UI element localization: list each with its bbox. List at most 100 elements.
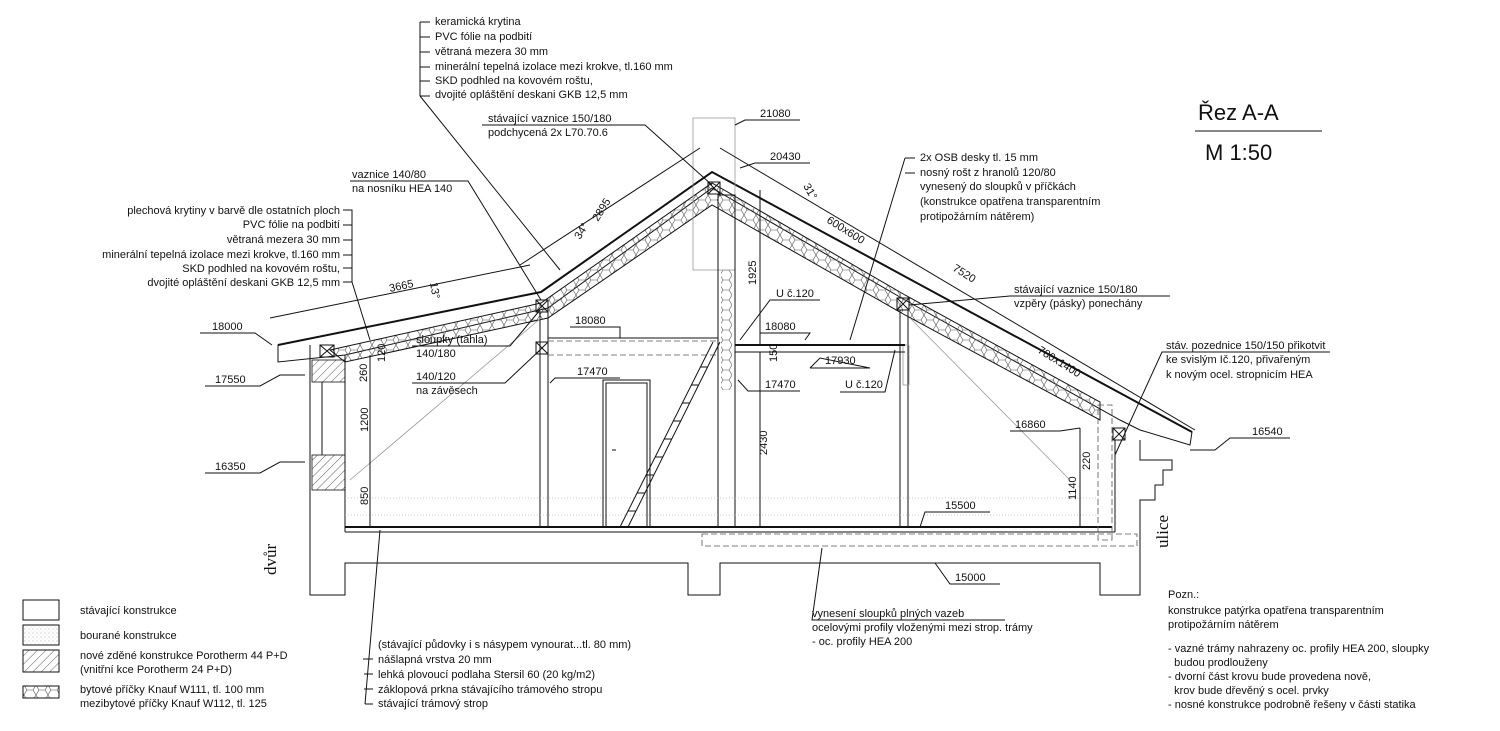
note-text: (konstrukce opatřena transparentním bbox=[920, 196, 1100, 208]
callout-text: stávající vaznice 150/180 bbox=[488, 113, 612, 125]
notes-heading: Pozn.: bbox=[1168, 589, 1199, 601]
scale-text: M 1:50 bbox=[1205, 140, 1272, 165]
legend-swatch-existing bbox=[22, 599, 60, 621]
callout-text: vzpěry (pásky) ponechány bbox=[1014, 298, 1143, 310]
legend-label: nové zděné konstrukce Porotherm 44 P+D bbox=[80, 650, 288, 662]
legend-label: (vnitřní kce Porotherm 24 P+D) bbox=[80, 664, 232, 676]
note-line: krov bude dřevěný s ocel. prvky bbox=[1168, 685, 1329, 697]
dim-220: 220 bbox=[1081, 452, 1093, 470]
callout-text: vaznice 140/80 bbox=[352, 169, 426, 181]
callout-text: k novým ocel. stropnicím HEA bbox=[1166, 369, 1313, 381]
legend-label: stávající konstrukce bbox=[80, 605, 177, 617]
section-title-text: Řez A-A bbox=[1198, 100, 1279, 125]
note-text: vynesený do sloupků v příčkách bbox=[920, 181, 1076, 193]
note-line: budou prodlouženy bbox=[1168, 657, 1268, 669]
note-text: protipožárním nátěrem) bbox=[920, 211, 1034, 223]
elevation-20430: 20430 bbox=[770, 151, 801, 163]
roof-top-layers-callout: keramická krytina PVC fólie na podbití v… bbox=[419, 16, 673, 271]
dim-7520: 7520 bbox=[950, 262, 977, 285]
dim-150: 150 bbox=[768, 344, 780, 362]
note-line: - vazné trámy nahrazeny oc. profily HEA … bbox=[1168, 643, 1430, 655]
roof bbox=[277, 117, 1193, 446]
note-line: - dvorní část krovu bude provedena nově, bbox=[1168, 671, 1371, 683]
dim-850: 850 bbox=[359, 487, 371, 505]
dim-angle-13: 13° bbox=[427, 281, 442, 299]
dim-1925: 1925 bbox=[747, 261, 759, 285]
door bbox=[602, 379, 651, 528]
elevation-16350: 16350 bbox=[215, 461, 246, 473]
new-masonry bbox=[311, 359, 346, 383]
callout-text: U č.120 bbox=[845, 379, 883, 391]
callout-text: - oc. profily HEA 200 bbox=[812, 636, 912, 648]
elevation-18080-left: 18080 bbox=[575, 315, 606, 327]
element-callouts: stávající vaznice 150/180 podchycená 2x … bbox=[350, 113, 1330, 710]
layer-text: větraná mezera 30 mm bbox=[435, 46, 548, 58]
callout-text: (stávající půdovky i s násypem vynourat.… bbox=[378, 639, 631, 651]
roof-left-layers-callout: plechová krytiny v barvě dle ostatních p… bbox=[102, 205, 371, 341]
notes: Pozn.: konstrukce patýrka opatřena trans… bbox=[1168, 589, 1430, 711]
legend-swatch-partition bbox=[22, 685, 60, 699]
section-title: Řez A-A M 1:50 bbox=[1195, 100, 1322, 165]
elevation-16860: 16860 bbox=[1015, 419, 1046, 431]
note-line: protipožárním nátěrem bbox=[1168, 619, 1279, 631]
dim-1140: 1140 bbox=[1067, 476, 1079, 500]
layer-text: PVC fólie na podbití bbox=[243, 219, 340, 231]
callout-text: sloupky (táhla) bbox=[416, 334, 488, 346]
note-line: - nosné konstrukce podrobně řešeny v čás… bbox=[1168, 699, 1417, 711]
layer-text: PVC fólie na podbití bbox=[435, 31, 532, 43]
dim-1200: 1200 bbox=[359, 408, 371, 432]
layer-text: větraná mezera 30 mm bbox=[227, 234, 340, 246]
callout-text: na nosníku HEA 140 bbox=[352, 183, 452, 195]
layer-text: plechová krytiny v barvě dle ostatních p… bbox=[127, 205, 340, 217]
callout-text: stávající trámový strop bbox=[378, 698, 488, 710]
callout-text: stáv. pozednice 150/150 přikotvit bbox=[1166, 340, 1325, 352]
callout-text: ke svislým Ič.120, přivařeným bbox=[1166, 354, 1310, 366]
callout-text: lehká plovoucí podlaha Stersil 60 (20 kg… bbox=[378, 669, 595, 681]
callout-text: podchycená 2x L70.70.6 bbox=[488, 127, 608, 139]
elevation-17470-right: 17470 bbox=[765, 379, 796, 391]
dim-260: 260 bbox=[358, 364, 370, 382]
elevation-17930: 17930 bbox=[825, 355, 856, 367]
layer-text: SKD podhled na kovovém roštu, bbox=[435, 75, 593, 87]
legend: stávající konstrukce bourané konstrukce … bbox=[22, 599, 288, 710]
dim-3665: 3665 bbox=[388, 278, 414, 295]
legend-label: bourané konstrukce bbox=[80, 630, 177, 642]
side-label-street: ulice bbox=[1153, 515, 1172, 548]
dim-angle-34: 34° bbox=[572, 221, 591, 241]
dim-angle-31: 31° bbox=[800, 182, 819, 202]
callout-text: 140/120 bbox=[416, 371, 456, 383]
layer-text: dvojité opláštění deskani GKB 12,5 mm bbox=[435, 89, 628, 101]
callout-text: ocelovými profily vloženými mezi strop. … bbox=[812, 622, 1033, 634]
building-body bbox=[309, 194, 1173, 596]
elevation-15000: 15000 bbox=[955, 572, 986, 584]
dim-2895: 2895 bbox=[590, 196, 613, 223]
elevation-18000: 18000 bbox=[212, 321, 243, 333]
callout-text: na závěsech bbox=[416, 385, 478, 397]
osb-note-callout: 2x OSB desky tl. 15 mm nosný rošt z hran… bbox=[849, 152, 1100, 341]
legend-swatch-demolished bbox=[22, 624, 60, 646]
legend-label: mezibytové příčky Knauf W112, tl. 125 bbox=[80, 698, 267, 710]
note-text: 2x OSB desky tl. 15 mm bbox=[920, 152, 1038, 164]
side-label-courtyard: dvůr bbox=[261, 544, 280, 576]
note-text: nosný rošt z hranolů 120/80 bbox=[920, 167, 1056, 179]
window-600x600: 600x600 bbox=[824, 214, 866, 247]
layer-text: SKD podhled na kovovém roštu, bbox=[182, 263, 340, 275]
dim-2430: 2430 bbox=[758, 431, 770, 455]
callout-text: záklopová prkna stávajícího trámového st… bbox=[378, 684, 602, 696]
layer-text: keramická krytina bbox=[435, 16, 521, 28]
legend-swatch-new-masonry bbox=[22, 649, 60, 673]
dim-120: 120 bbox=[376, 344, 388, 362]
elevation-16540: 16540 bbox=[1252, 426, 1283, 438]
elevation-17550: 17550 bbox=[215, 374, 246, 386]
note-line: konstrukce patýrka opatřena transparentn… bbox=[1168, 605, 1384, 617]
elevation-15500: 15500 bbox=[945, 500, 976, 512]
callout-text: 140/180 bbox=[416, 348, 456, 360]
layer-text: minerální tepelná izolace mezi krokve, t… bbox=[102, 249, 340, 261]
layer-text: minerální tepelná izolace mezi krokve, t… bbox=[435, 61, 673, 73]
callout-text: U č.120 bbox=[776, 288, 814, 300]
elevation-17470-left: 17470 bbox=[577, 366, 608, 378]
elevation-21080: 21080 bbox=[760, 108, 791, 120]
ladder bbox=[619, 341, 721, 528]
new-masonry bbox=[311, 454, 346, 491]
